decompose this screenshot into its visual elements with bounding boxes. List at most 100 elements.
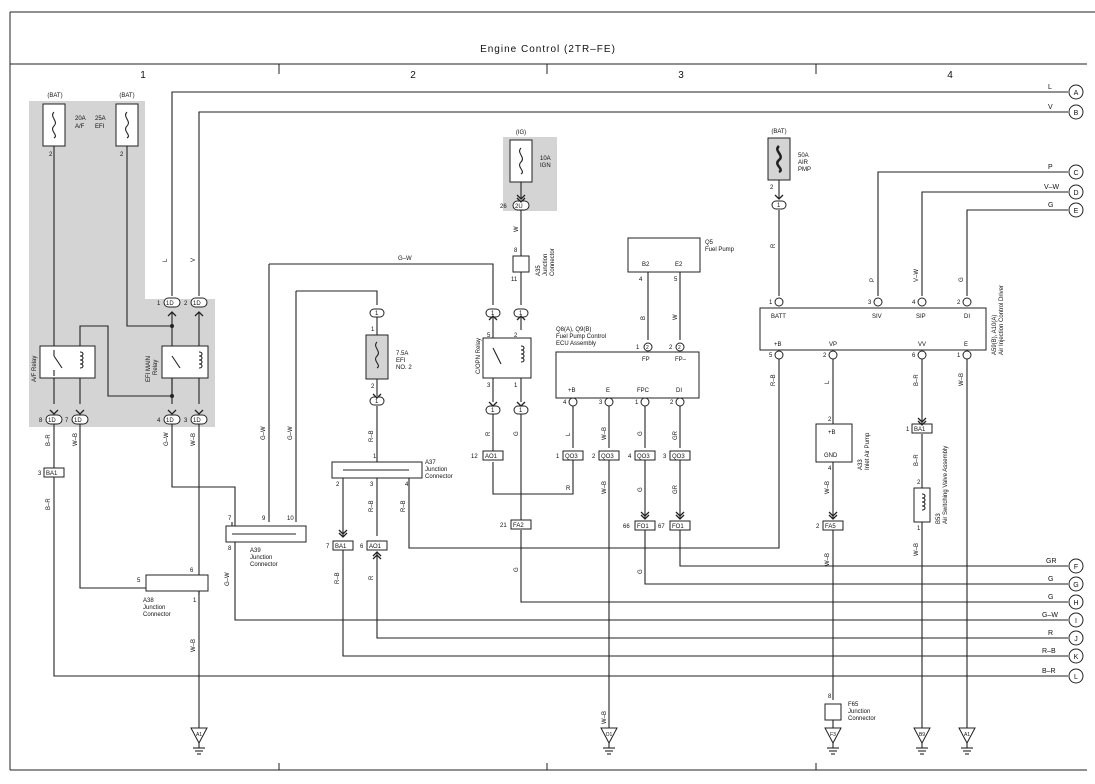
svg-text:7.5A: 7.5A bbox=[396, 351, 408, 357]
svg-text:W–B: W–B bbox=[914, 543, 920, 556]
svg-text:3: 3 bbox=[868, 300, 872, 306]
a37-junction: 1 2 3 4 A37 Junction Connector bbox=[331, 454, 453, 488]
svg-text:E: E bbox=[1074, 208, 1079, 215]
svg-text:5: 5 bbox=[137, 578, 141, 584]
svg-text:G: G bbox=[638, 487, 644, 492]
svg-text:Inlet Air Pump: Inlet Air Pump bbox=[865, 432, 871, 470]
svg-text:R–B: R–B bbox=[401, 500, 407, 512]
svg-text:1D: 1D bbox=[193, 418, 201, 424]
svg-text:G–W: G–W bbox=[288, 426, 294, 440]
svg-text:G: G bbox=[1048, 202, 1053, 209]
svg-text:Fuel Pump Control: Fuel Pump Control bbox=[556, 334, 606, 340]
svg-text:1: 1 bbox=[519, 311, 523, 317]
svg-text:3: 3 bbox=[38, 471, 42, 477]
svg-text:L: L bbox=[1048, 84, 1052, 91]
svg-text:V–W: V–W bbox=[1044, 184, 1060, 191]
svg-text:1: 1 bbox=[906, 427, 910, 433]
svg-text:FPC: FPC bbox=[637, 388, 650, 394]
ground-b9: B9 bbox=[913, 727, 931, 755]
svg-text:1: 1 bbox=[519, 408, 523, 414]
svg-text:W–B: W–B bbox=[825, 553, 831, 566]
svg-text:2: 2 bbox=[371, 384, 375, 390]
svg-text:1: 1 bbox=[371, 327, 375, 333]
svg-text:5: 5 bbox=[674, 277, 678, 283]
svg-text:1: 1 bbox=[957, 353, 961, 359]
svg-text:8: 8 bbox=[39, 418, 43, 424]
svg-text:3: 3 bbox=[370, 482, 374, 488]
svg-text:G–W: G–W bbox=[1042, 612, 1058, 619]
svg-text:EFI: EFI bbox=[95, 124, 105, 130]
fuse-af: (BAT) 20A A/F 2 bbox=[42, 93, 86, 158]
svg-text:G: G bbox=[638, 431, 644, 436]
svg-text:4: 4 bbox=[639, 277, 643, 283]
a39-junction: 7 9 10 8 A39 Junction Connector bbox=[225, 516, 307, 568]
svg-text:DI: DI bbox=[676, 388, 682, 394]
svg-text:1: 1 bbox=[157, 301, 161, 307]
svg-text:A38: A38 bbox=[143, 598, 154, 604]
svg-text:2: 2 bbox=[336, 482, 340, 488]
svg-text:20A: 20A bbox=[75, 116, 86, 122]
svg-text:R–B: R–B bbox=[369, 500, 375, 512]
svg-text:4: 4 bbox=[157, 418, 161, 424]
wire-labels: L V B–R W–B G–W W–B B–R G–W G–W G–W G–W … bbox=[46, 226, 965, 724]
svg-text:B53: B53 bbox=[936, 513, 942, 524]
svg-text:2: 2 bbox=[514, 333, 518, 339]
ground-symbols: A1 O1 F3 B9 A1 bbox=[190, 727, 976, 755]
svg-text:9: 9 bbox=[262, 516, 266, 522]
col-2: 2 bbox=[410, 70, 416, 81]
ground-o1: O1 bbox=[600, 727, 618, 755]
svg-text:2: 2 bbox=[184, 301, 188, 307]
svg-text:4: 4 bbox=[912, 300, 916, 306]
a33-inlet-air-pump: +B GND 2 4 A33 Inlet Air Pump bbox=[815, 417, 871, 472]
svg-text:2: 2 bbox=[823, 353, 827, 359]
svg-text:B–R: B–R bbox=[1042, 668, 1056, 675]
svg-text:1: 1 bbox=[636, 345, 640, 351]
svg-text:+B: +B bbox=[828, 430, 836, 436]
svg-text:AIR: AIR bbox=[798, 160, 809, 166]
svg-text:2: 2 bbox=[917, 480, 921, 486]
svg-text:8: 8 bbox=[828, 694, 832, 700]
svg-text:FA5: FA5 bbox=[825, 524, 836, 530]
svg-text:DI: DI bbox=[964, 314, 970, 320]
svg-text:G–W: G–W bbox=[398, 256, 412, 262]
svg-text:E: E bbox=[964, 342, 968, 348]
svg-text:Connector: Connector bbox=[250, 562, 278, 568]
svg-text:G: G bbox=[514, 567, 520, 572]
svg-text:F: F bbox=[1074, 564, 1078, 571]
svg-text:5: 5 bbox=[487, 333, 491, 339]
svg-text:L: L bbox=[825, 380, 831, 384]
svg-text:GND: GND bbox=[824, 453, 838, 459]
svg-text:W–B: W–B bbox=[825, 481, 831, 494]
svg-text:1: 1 bbox=[491, 311, 495, 317]
svg-text:1: 1 bbox=[491, 408, 495, 414]
svg-text:8: 8 bbox=[514, 248, 518, 254]
column-numbers: 1 2 3 4 bbox=[140, 70, 953, 81]
svg-text:4: 4 bbox=[628, 454, 632, 460]
svg-text:Q5: Q5 bbox=[705, 240, 714, 246]
svg-text:1D: 1D bbox=[166, 301, 174, 307]
svg-text:SIV: SIV bbox=[872, 314, 882, 320]
svg-text:(BAT): (BAT) bbox=[47, 93, 62, 99]
svg-text:G: G bbox=[514, 431, 520, 436]
svg-text:2: 2 bbox=[49, 152, 53, 158]
svg-text:H: H bbox=[1073, 600, 1078, 607]
svg-text:1D: 1D bbox=[166, 418, 174, 424]
svg-text:1: 1 bbox=[769, 300, 773, 306]
svg-text:BATT: BATT bbox=[771, 314, 786, 320]
svg-text:BA1: BA1 bbox=[914, 427, 926, 433]
svg-text:L: L bbox=[163, 258, 169, 262]
svg-text:QO3: QO3 bbox=[565, 454, 578, 460]
page-title: Engine Control (2TR–FE) bbox=[480, 44, 616, 55]
svg-text:A59(B), A10(A): A59(B), A10(A) bbox=[992, 315, 998, 355]
svg-text:1: 1 bbox=[777, 203, 781, 209]
svg-text:1: 1 bbox=[375, 399, 379, 405]
svg-text:6: 6 bbox=[360, 544, 364, 550]
svg-text:J: J bbox=[1074, 636, 1078, 643]
svg-text:K: K bbox=[1074, 654, 1079, 661]
svg-text:NO. 2: NO. 2 bbox=[396, 365, 412, 371]
svg-text:EFI MAIN: EFI MAIN bbox=[146, 356, 152, 382]
svg-text:PMP: PMP bbox=[798, 167, 811, 173]
svg-text:1: 1 bbox=[635, 400, 639, 406]
relay-efi-main: EFI MAIN Relay bbox=[146, 345, 209, 382]
svg-text:G–W: G–W bbox=[261, 426, 267, 440]
